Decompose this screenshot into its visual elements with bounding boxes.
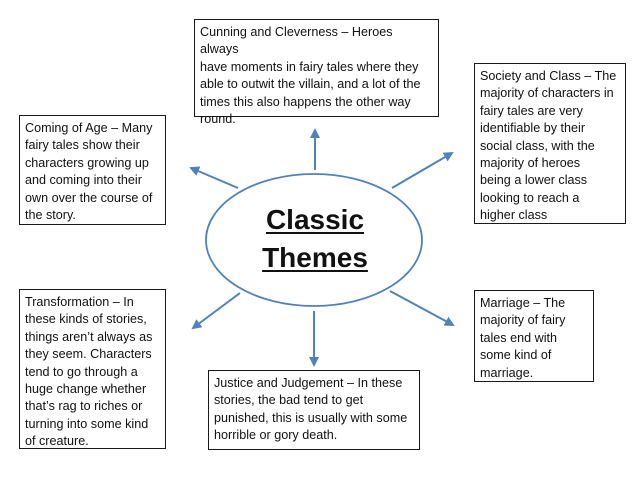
theme-box-coming-of-age: Coming of Age – Many fairy tales show th… [19, 115, 166, 225]
arrow-to-transformation [191, 292, 241, 330]
theme-box-society: Society and Class – The majority of char… [474, 63, 626, 224]
arrow-to-coming-of-age [189, 166, 239, 189]
theme-box-marriage: Marriage – The majority of fairy tales e… [474, 290, 594, 382]
center-title-line2: Themes [262, 242, 368, 273]
arrow-to-marriage [389, 290, 455, 326]
theme-box-cunning: Cunning and Cleverness – Heroes always h… [194, 19, 439, 126]
arrow-to-society [391, 151, 454, 189]
theme-box-transformation: Transformation – In these kinds of stori… [19, 289, 166, 449]
center-ellipse [205, 173, 423, 307]
center-title-line1: Classic [265, 204, 365, 235]
center-title: Classic Themes [205, 201, 425, 277]
theme-box-justice: Justice and Judgement – In these stories… [208, 370, 420, 450]
